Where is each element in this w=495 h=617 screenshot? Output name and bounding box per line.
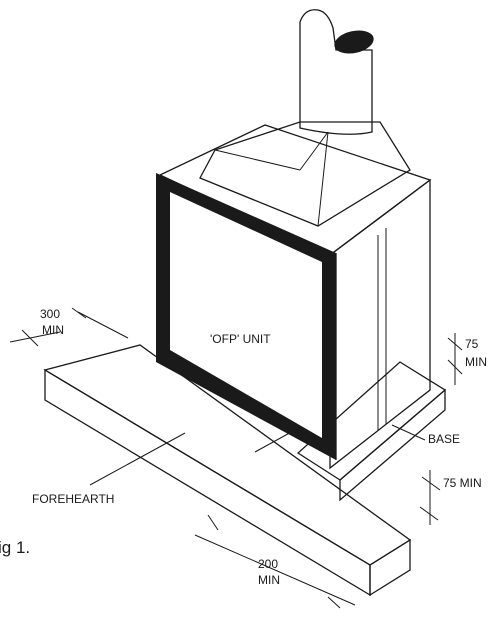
- dimension-200-min: [194, 514, 356, 609]
- figure-caption: ig 1.: [0, 538, 30, 557]
- forehearth-label: FOREHEARTH: [32, 492, 114, 506]
- dim-200-label: 200: [258, 557, 278, 571]
- dimension-300-min: [9, 307, 129, 347]
- base-leader: [391, 424, 426, 441]
- unit-label: 'OFP' UNIT: [210, 332, 271, 346]
- side-75-min-label: MIN: [465, 355, 487, 369]
- forehearth-slab: [43, 344, 412, 597]
- side-75-label: 75: [465, 337, 479, 351]
- dim-200-min-label: MIN: [258, 573, 280, 587]
- forehearth-leader: [89, 432, 186, 486]
- base-slab: [296, 361, 447, 502]
- dim-300-min-label: MIN: [42, 323, 64, 337]
- front-75-min-label: 75 MIN: [443, 476, 482, 490]
- dimension-75-front: [419, 470, 441, 525]
- dim-300-label: 300: [40, 307, 60, 321]
- fireplace-unit: [156, 9, 432, 470]
- base-label: BASE: [428, 432, 460, 446]
- dimension-75-side: [447, 333, 463, 385]
